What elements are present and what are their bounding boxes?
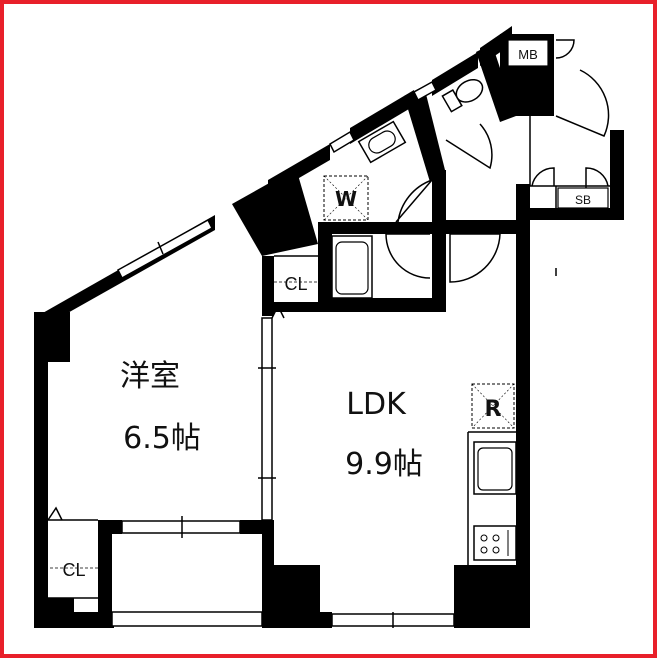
doors xyxy=(47,39,610,521)
wall-entry-stub xyxy=(446,220,516,234)
fridge-box xyxy=(471,383,515,429)
window-balcony-side xyxy=(111,611,263,627)
wall-cl-bottom xyxy=(262,302,318,312)
western-room-name: 洋室 xyxy=(120,359,180,394)
pillar-bottom-mid xyxy=(262,565,320,628)
door-ldk xyxy=(449,233,501,283)
bathtub-inner xyxy=(335,241,369,295)
wall-closet-right xyxy=(98,520,112,628)
wall-bath-left xyxy=(318,226,332,312)
kitchen-sink xyxy=(473,441,517,495)
shoe-box-label: SB xyxy=(575,193,591,207)
door-wc xyxy=(445,123,493,170)
walls xyxy=(34,26,624,628)
windows xyxy=(111,80,455,628)
wall-wash-right xyxy=(432,170,446,230)
wall-cl-left xyxy=(262,256,274,316)
wall-right xyxy=(516,225,530,628)
sliding-door-bed-ldk xyxy=(261,317,273,521)
door-bath xyxy=(385,233,431,279)
wall-wash-diag xyxy=(404,86,446,182)
door-closet-bottom xyxy=(47,506,63,521)
door-mb xyxy=(555,39,575,59)
door-sb-r xyxy=(585,167,609,187)
closet-top-label: CL xyxy=(284,274,307,294)
wall-bath-right xyxy=(432,226,446,312)
window-wc xyxy=(413,80,437,102)
window-bedroom xyxy=(117,218,213,280)
unit-bath xyxy=(331,235,373,299)
ldk-name: LDK xyxy=(346,387,407,422)
sb-box xyxy=(557,187,609,209)
wall-bath-top xyxy=(318,222,448,234)
toilet xyxy=(441,78,484,113)
wall-wedge xyxy=(232,168,318,256)
door-entry xyxy=(555,69,610,137)
western-room-size: 6.5帖 xyxy=(123,421,201,456)
wall-left xyxy=(34,318,48,628)
door-sb-l xyxy=(531,167,555,187)
wall-diagonal-4 xyxy=(432,52,478,96)
mb-box xyxy=(507,39,549,67)
wall-bath-bottom xyxy=(318,298,446,312)
wall-sb-right xyxy=(610,130,624,220)
pillar-bottom-left xyxy=(34,598,74,628)
washer-label: W xyxy=(335,187,357,211)
sliding-door-bed-balcony xyxy=(121,520,241,534)
ldk-size: 9.9帖 xyxy=(345,447,423,482)
meter-box-label: MB xyxy=(518,47,538,62)
sliding-partition xyxy=(121,317,276,538)
window-bath xyxy=(329,130,355,154)
door-closet-top xyxy=(271,304,285,319)
wall-diagonal-3 xyxy=(350,90,414,144)
wall-sb-bottom xyxy=(516,208,624,220)
wall-bed-ldk xyxy=(262,520,274,565)
closet-bottom-label: CL xyxy=(62,560,85,580)
washer-box xyxy=(323,175,369,221)
kitchen-stove xyxy=(473,525,517,561)
door-wash xyxy=(395,179,433,223)
fridge-label: R xyxy=(485,397,502,422)
wash-basin xyxy=(357,120,407,164)
